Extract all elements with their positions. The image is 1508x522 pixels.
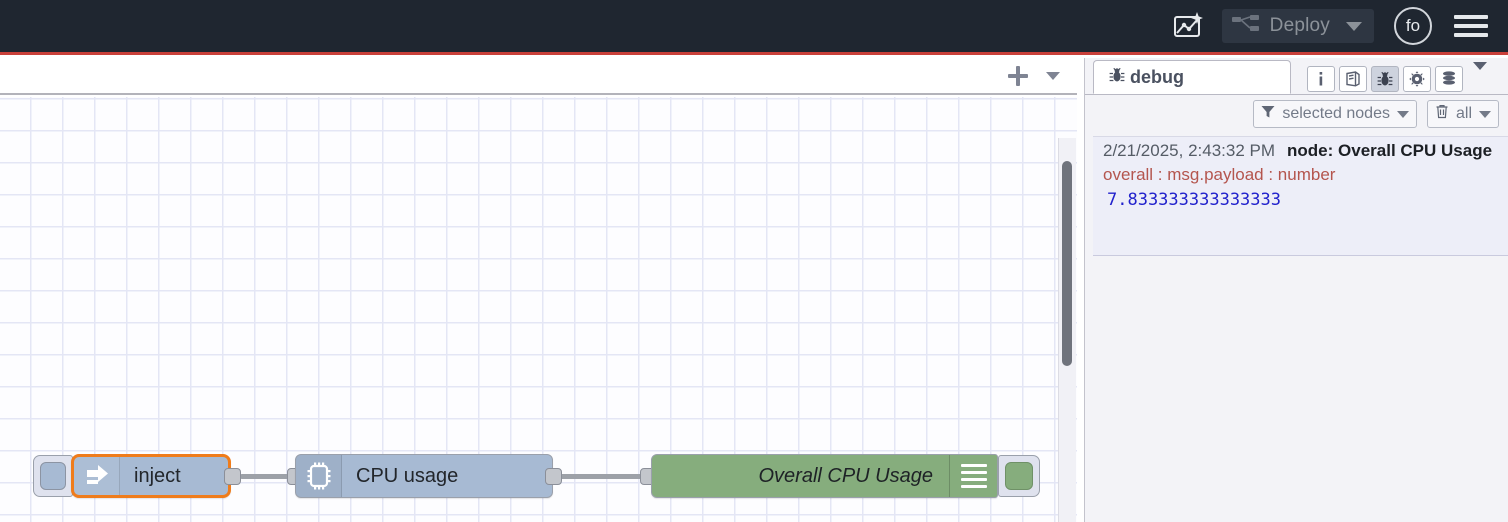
node-cpu-usage[interactable]: CPU usage bbox=[295, 454, 553, 498]
wire-cpu-to-debug[interactable] bbox=[560, 474, 642, 479]
node-inject-output-port[interactable] bbox=[224, 468, 241, 485]
deploy-chevron-down-icon[interactable] bbox=[1346, 21, 1362, 31]
node-cpu-output-port[interactable] bbox=[545, 468, 562, 485]
debug-message-node[interactable]: node: Overall CPU Usage bbox=[1287, 141, 1493, 160]
inject-arrow-icon bbox=[74, 457, 120, 495]
cpu-chip-icon bbox=[296, 455, 342, 497]
avatar[interactable]: fo bbox=[1394, 7, 1432, 45]
debug-message-value: 7.833333333333333 bbox=[1107, 190, 1281, 210]
flow-canvas[interactable]: inject CPU usage Ov bbox=[0, 97, 1077, 522]
debug-clear-button[interactable]: all bbox=[1426, 100, 1499, 128]
hamburger-menu-icon[interactable] bbox=[1454, 11, 1488, 41]
debug-clear-label: all bbox=[1455, 105, 1472, 122]
bug-icon bbox=[1108, 66, 1126, 89]
add-flow-button[interactable] bbox=[1005, 63, 1031, 89]
app-header: Deploy fo bbox=[0, 0, 1508, 55]
inject-trigger-button[interactable] bbox=[33, 455, 73, 497]
debug-message-property: overall : msg.payload : number bbox=[1103, 165, 1336, 184]
inject-trigger-knob bbox=[40, 462, 66, 490]
deploy-button[interactable]: Deploy bbox=[1221, 9, 1374, 43]
node-debug-label: Overall CPU Usage bbox=[758, 464, 933, 487]
node-debug-toggle-button[interactable] bbox=[998, 455, 1040, 497]
tab-debug[interactable]: debug bbox=[1093, 60, 1291, 94]
bug-icon[interactable] bbox=[1371, 66, 1399, 92]
deploy-label: Deploy bbox=[1269, 15, 1330, 36]
debug-filter-button[interactable]: selected nodes bbox=[1253, 100, 1417, 128]
flow-ai-icon[interactable] bbox=[1168, 6, 1208, 46]
canvas-scrollbar-thumb[interactable] bbox=[1062, 161, 1072, 366]
sidebar-tab-row: debug bbox=[1085, 58, 1508, 95]
sidebar-tool-buttons bbox=[1307, 62, 1487, 94]
sidebar-tools-chevron-down-icon[interactable] bbox=[1473, 62, 1487, 88]
debug-message-timestamp: 2/21/2025, 2:43:32 PM bbox=[1103, 141, 1276, 160]
debug-message-item[interactable]: 2/21/2025, 2:43:32 PM node: Overall CPU … bbox=[1093, 137, 1508, 216]
debug-clear-chevron-down-icon bbox=[1479, 110, 1491, 118]
flow-menu-button[interactable] bbox=[1041, 64, 1065, 88]
node-cpu-usage-label: CPU usage bbox=[356, 464, 459, 487]
tab-debug-label: debug bbox=[1130, 66, 1184, 87]
chevron-down-icon bbox=[1046, 71, 1060, 80]
node-inject[interactable]: inject bbox=[71, 454, 231, 498]
database-icon[interactable] bbox=[1435, 66, 1463, 92]
flow-tab-bar bbox=[0, 58, 1077, 95]
trash-icon bbox=[1435, 104, 1449, 124]
deploy-icon bbox=[1231, 14, 1260, 39]
debug-toolbar: selected nodes all bbox=[1085, 95, 1508, 133]
debug-filter-chevron-down-icon bbox=[1396, 110, 1409, 118]
sidebar: debug bbox=[1084, 58, 1508, 522]
info-icon[interactable] bbox=[1307, 66, 1335, 92]
wire-inject-to-cpu[interactable] bbox=[240, 474, 290, 479]
avatar-initials: fo bbox=[1405, 16, 1421, 35]
filter-icon bbox=[1261, 105, 1275, 124]
node-debug-toggle-knob bbox=[1005, 462, 1033, 490]
debug-lines-icon bbox=[949, 455, 997, 497]
workspace: inject CPU usage Ov bbox=[0, 58, 1077, 522]
book-icon[interactable] bbox=[1339, 66, 1367, 92]
node-debug-overall-cpu-usage[interactable]: Overall CPU Usage bbox=[651, 454, 998, 498]
gear-icon[interactable] bbox=[1403, 66, 1431, 92]
node-inject-label: inject bbox=[134, 464, 181, 487]
debug-filter-label: selected nodes bbox=[1282, 105, 1390, 122]
debug-message-list[interactable]: 2/21/2025, 2:43:32 PM node: Overall CPU … bbox=[1093, 136, 1508, 256]
